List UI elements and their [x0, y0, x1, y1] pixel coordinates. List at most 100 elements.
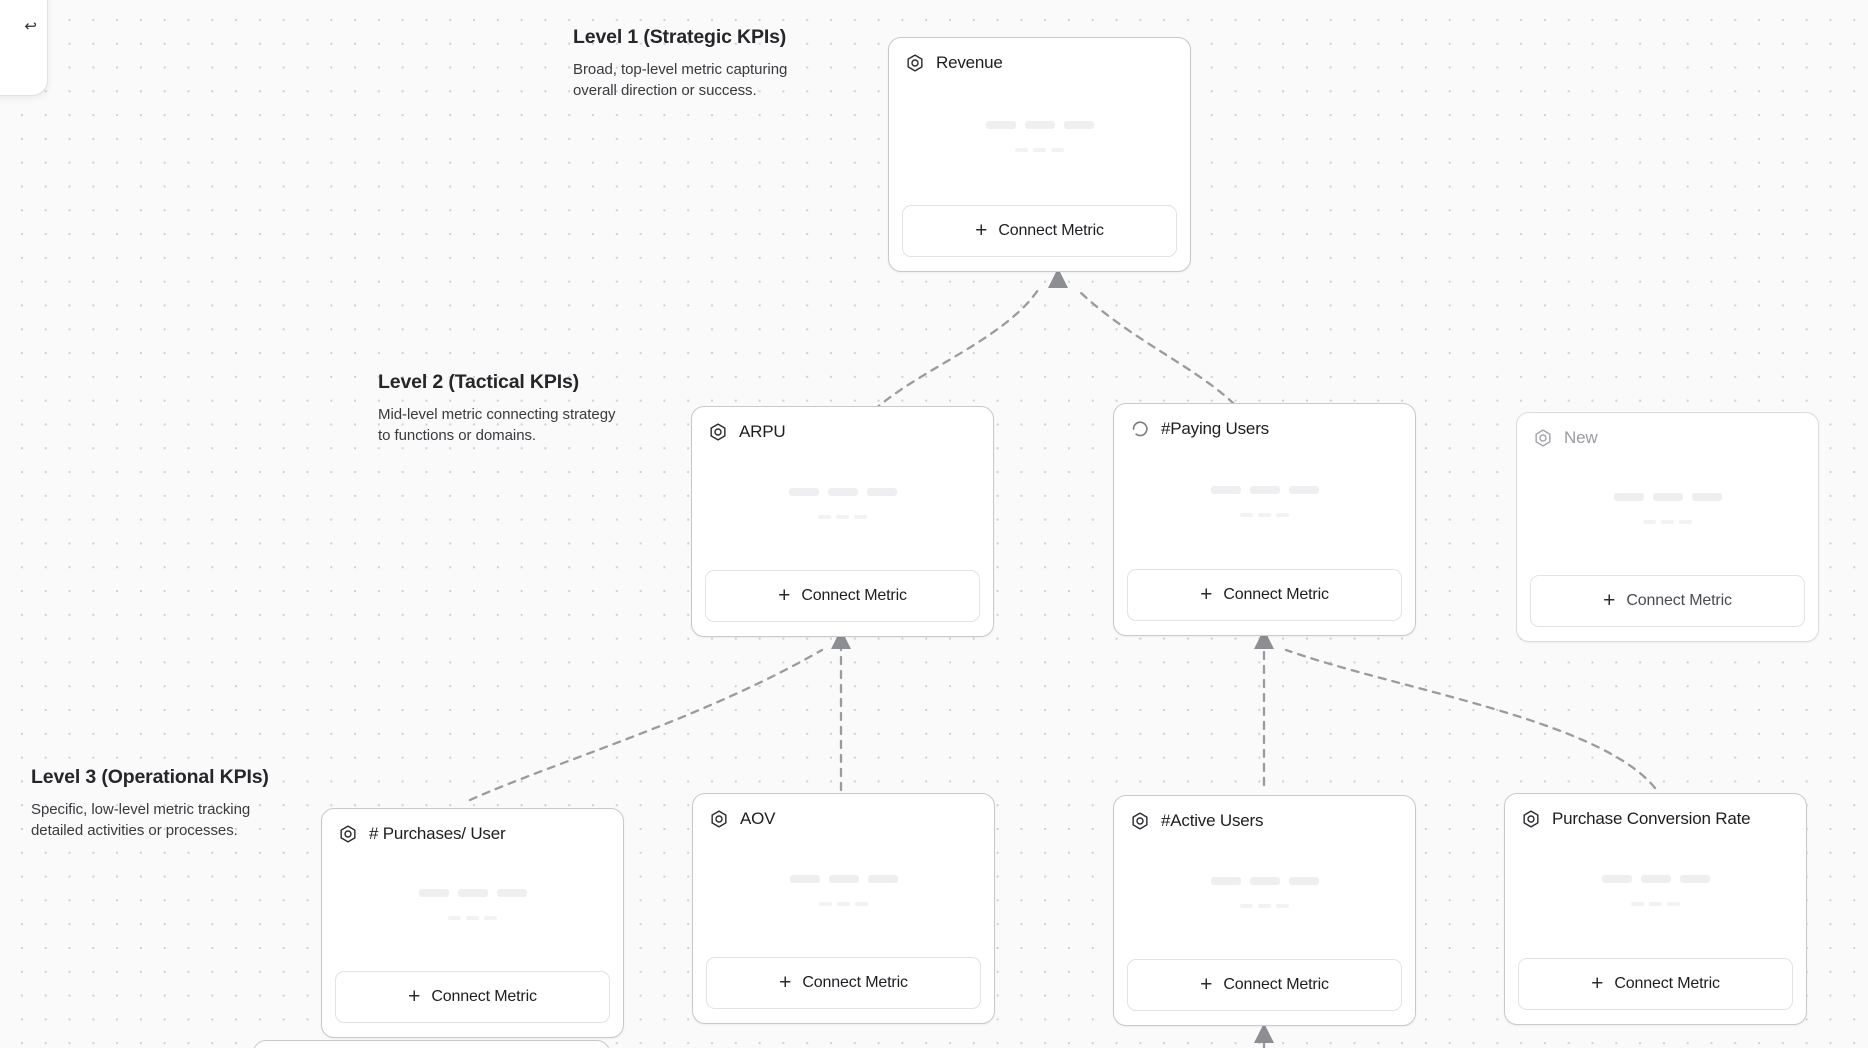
connect-metric-label: Connect Metric: [1626, 592, 1732, 609]
skeleton-bar: [1288, 485, 1319, 494]
card-title: Purchase Conversion Rate: [1552, 809, 1751, 828]
skeleton-bar: [1024, 120, 1055, 129]
card-header: ARPU: [705, 420, 980, 442]
plus-icon: +: [975, 218, 988, 242]
skeleton-bar: [818, 514, 831, 519]
skeleton-row-secondary: [1643, 520, 1692, 524]
metric-card-purchase-conversion-rate[interactable]: Purchase Conversion Rate + Connect Metri…: [1504, 793, 1807, 1025]
card-header: Purchase Conversion Rate: [1518, 807, 1793, 829]
skeleton-bar: [855, 901, 868, 906]
skeleton-bar: [1258, 903, 1271, 908]
skeleton-bar: [1679, 875, 1710, 883]
connect-metric-button[interactable]: + Connect Metric: [1530, 575, 1805, 627]
skeleton-bar: [1640, 875, 1671, 883]
card-skeleton-body: [902, 73, 1177, 205]
card-header: AOV: [706, 807, 981, 829]
metric-card-paying-users[interactable]: #Paying Users + Connect Metric: [1113, 403, 1416, 636]
skeleton-bar: [1240, 512, 1253, 517]
skeleton-bar: [1240, 903, 1253, 908]
skeleton-row-primary: [1601, 875, 1710, 883]
spinner-loading-icon: [1132, 421, 1148, 437]
plus-icon: +: [779, 970, 792, 994]
connect-metric-label: Connect Metric: [802, 974, 908, 991]
metric-card-aov[interactable]: AOV + Connect Metric: [692, 793, 995, 1024]
skeleton-row-secondary: [818, 514, 867, 519]
connect-metric-button[interactable]: + Connect Metric: [335, 971, 610, 1023]
connect-metric-button[interactable]: + Connect Metric: [902, 205, 1177, 257]
skeleton-row-primary: [1613, 493, 1722, 501]
metric-card-new[interactable]: New + Connect Metric: [1516, 412, 1819, 642]
plus-icon: +: [1603, 588, 1616, 612]
skeleton-bar: [1258, 512, 1271, 517]
level-2-title: Level 2 (Tactical KPIs): [378, 371, 580, 393]
hexagon-metric-icon: [340, 825, 356, 843]
connect-metric-label: Connect Metric: [801, 587, 907, 604]
plus-icon: +: [1200, 972, 1213, 996]
level-1-description: Broad, top-level metric capturing overal…: [573, 61, 788, 100]
level-1-descriptor: Level 1 (Strategic KPIs) Broad, top-leve…: [573, 26, 823, 102]
card-header: #Active Users: [1127, 809, 1402, 831]
metric-card-active-users[interactable]: #Active Users + Connect Metric: [1113, 795, 1416, 1026]
metric-card-revenue[interactable]: Revenue + Connect Metric: [888, 37, 1191, 272]
card-title: #Paying Users: [1161, 419, 1269, 438]
skeleton-row-primary: [789, 874, 898, 883]
skeleton-row-secondary: [1240, 512, 1289, 517]
skeleton-bar: [1288, 876, 1319, 885]
card-title: # Purchases/ User: [369, 824, 506, 843]
card-skeleton-body: [1127, 831, 1402, 959]
skeleton-bar: [1679, 520, 1692, 524]
skeleton-bar: [496, 889, 527, 897]
card-skeleton-body: [1530, 448, 1805, 575]
skeleton-row-secondary: [1631, 902, 1680, 906]
skeleton-bar: [1276, 903, 1289, 908]
metric-card-arpu[interactable]: ARPU + Connect Metric: [691, 406, 994, 637]
plus-icon: +: [1591, 971, 1604, 995]
card-header: # Purchases/ User: [335, 822, 610, 844]
connect-metric-button[interactable]: + Connect Metric: [1127, 959, 1402, 1011]
connect-metric-label: Connect Metric: [1223, 976, 1329, 993]
connect-metric-button[interactable]: + Connect Metric: [706, 957, 981, 1009]
skeleton-bar: [448, 916, 461, 920]
skeleton-bar: [837, 901, 850, 906]
hexagon-metric-icon: [1535, 429, 1551, 447]
undo-icon[interactable]: ↩: [24, 18, 37, 35]
metric-card-offscreen-bottom[interactable]: [253, 1040, 610, 1048]
connect-metric-button[interactable]: + Connect Metric: [1518, 958, 1793, 1010]
card-skeleton-body: [1127, 439, 1402, 569]
card-title: AOV: [740, 809, 776, 828]
skeleton-bar: [1210, 485, 1241, 494]
card-title: #Active Users: [1161, 811, 1264, 830]
card-title: ARPU: [739, 422, 786, 441]
skeleton-bar: [1649, 902, 1662, 906]
connect-metric-label: Connect Metric: [431, 988, 537, 1005]
skeleton-row-secondary: [1240, 903, 1289, 908]
skeleton-row-primary: [418, 889, 527, 897]
connect-metric-button[interactable]: + Connect Metric: [705, 570, 980, 622]
card-skeleton-body: [1518, 829, 1793, 958]
card-header: New: [1530, 426, 1805, 448]
skeleton-bar: [867, 874, 898, 883]
skeleton-bar: [854, 514, 867, 519]
skeleton-bar: [1661, 520, 1674, 524]
skeleton-bar: [1063, 120, 1094, 129]
skeleton-row-primary: [1210, 485, 1319, 494]
skeleton-row-secondary: [1015, 147, 1064, 152]
skeleton-bar: [1210, 876, 1241, 885]
card-title: New: [1564, 428, 1598, 447]
hexagon-metric-icon: [1132, 812, 1148, 830]
skeleton-row-primary: [1210, 876, 1319, 885]
skeleton-bar: [1033, 147, 1046, 152]
floating-corner-panel[interactable]: ↩: [0, 0, 48, 96]
metric-card-purchases-per-user[interactable]: # Purchases/ User + Connect Metric: [321, 808, 624, 1038]
connect-metric-button[interactable]: + Connect Metric: [1127, 569, 1402, 621]
skeleton-row-primary: [788, 487, 897, 496]
skeleton-row-secondary: [448, 916, 497, 920]
skeleton-bar: [1051, 147, 1064, 152]
skeleton-bar: [1631, 902, 1644, 906]
skeleton-bar: [828, 874, 859, 883]
hexagon-metric-icon: [710, 423, 726, 441]
skeleton-bar: [819, 901, 832, 906]
card-skeleton-body: [705, 442, 980, 570]
hexagon-metric-icon: [1523, 810, 1539, 828]
